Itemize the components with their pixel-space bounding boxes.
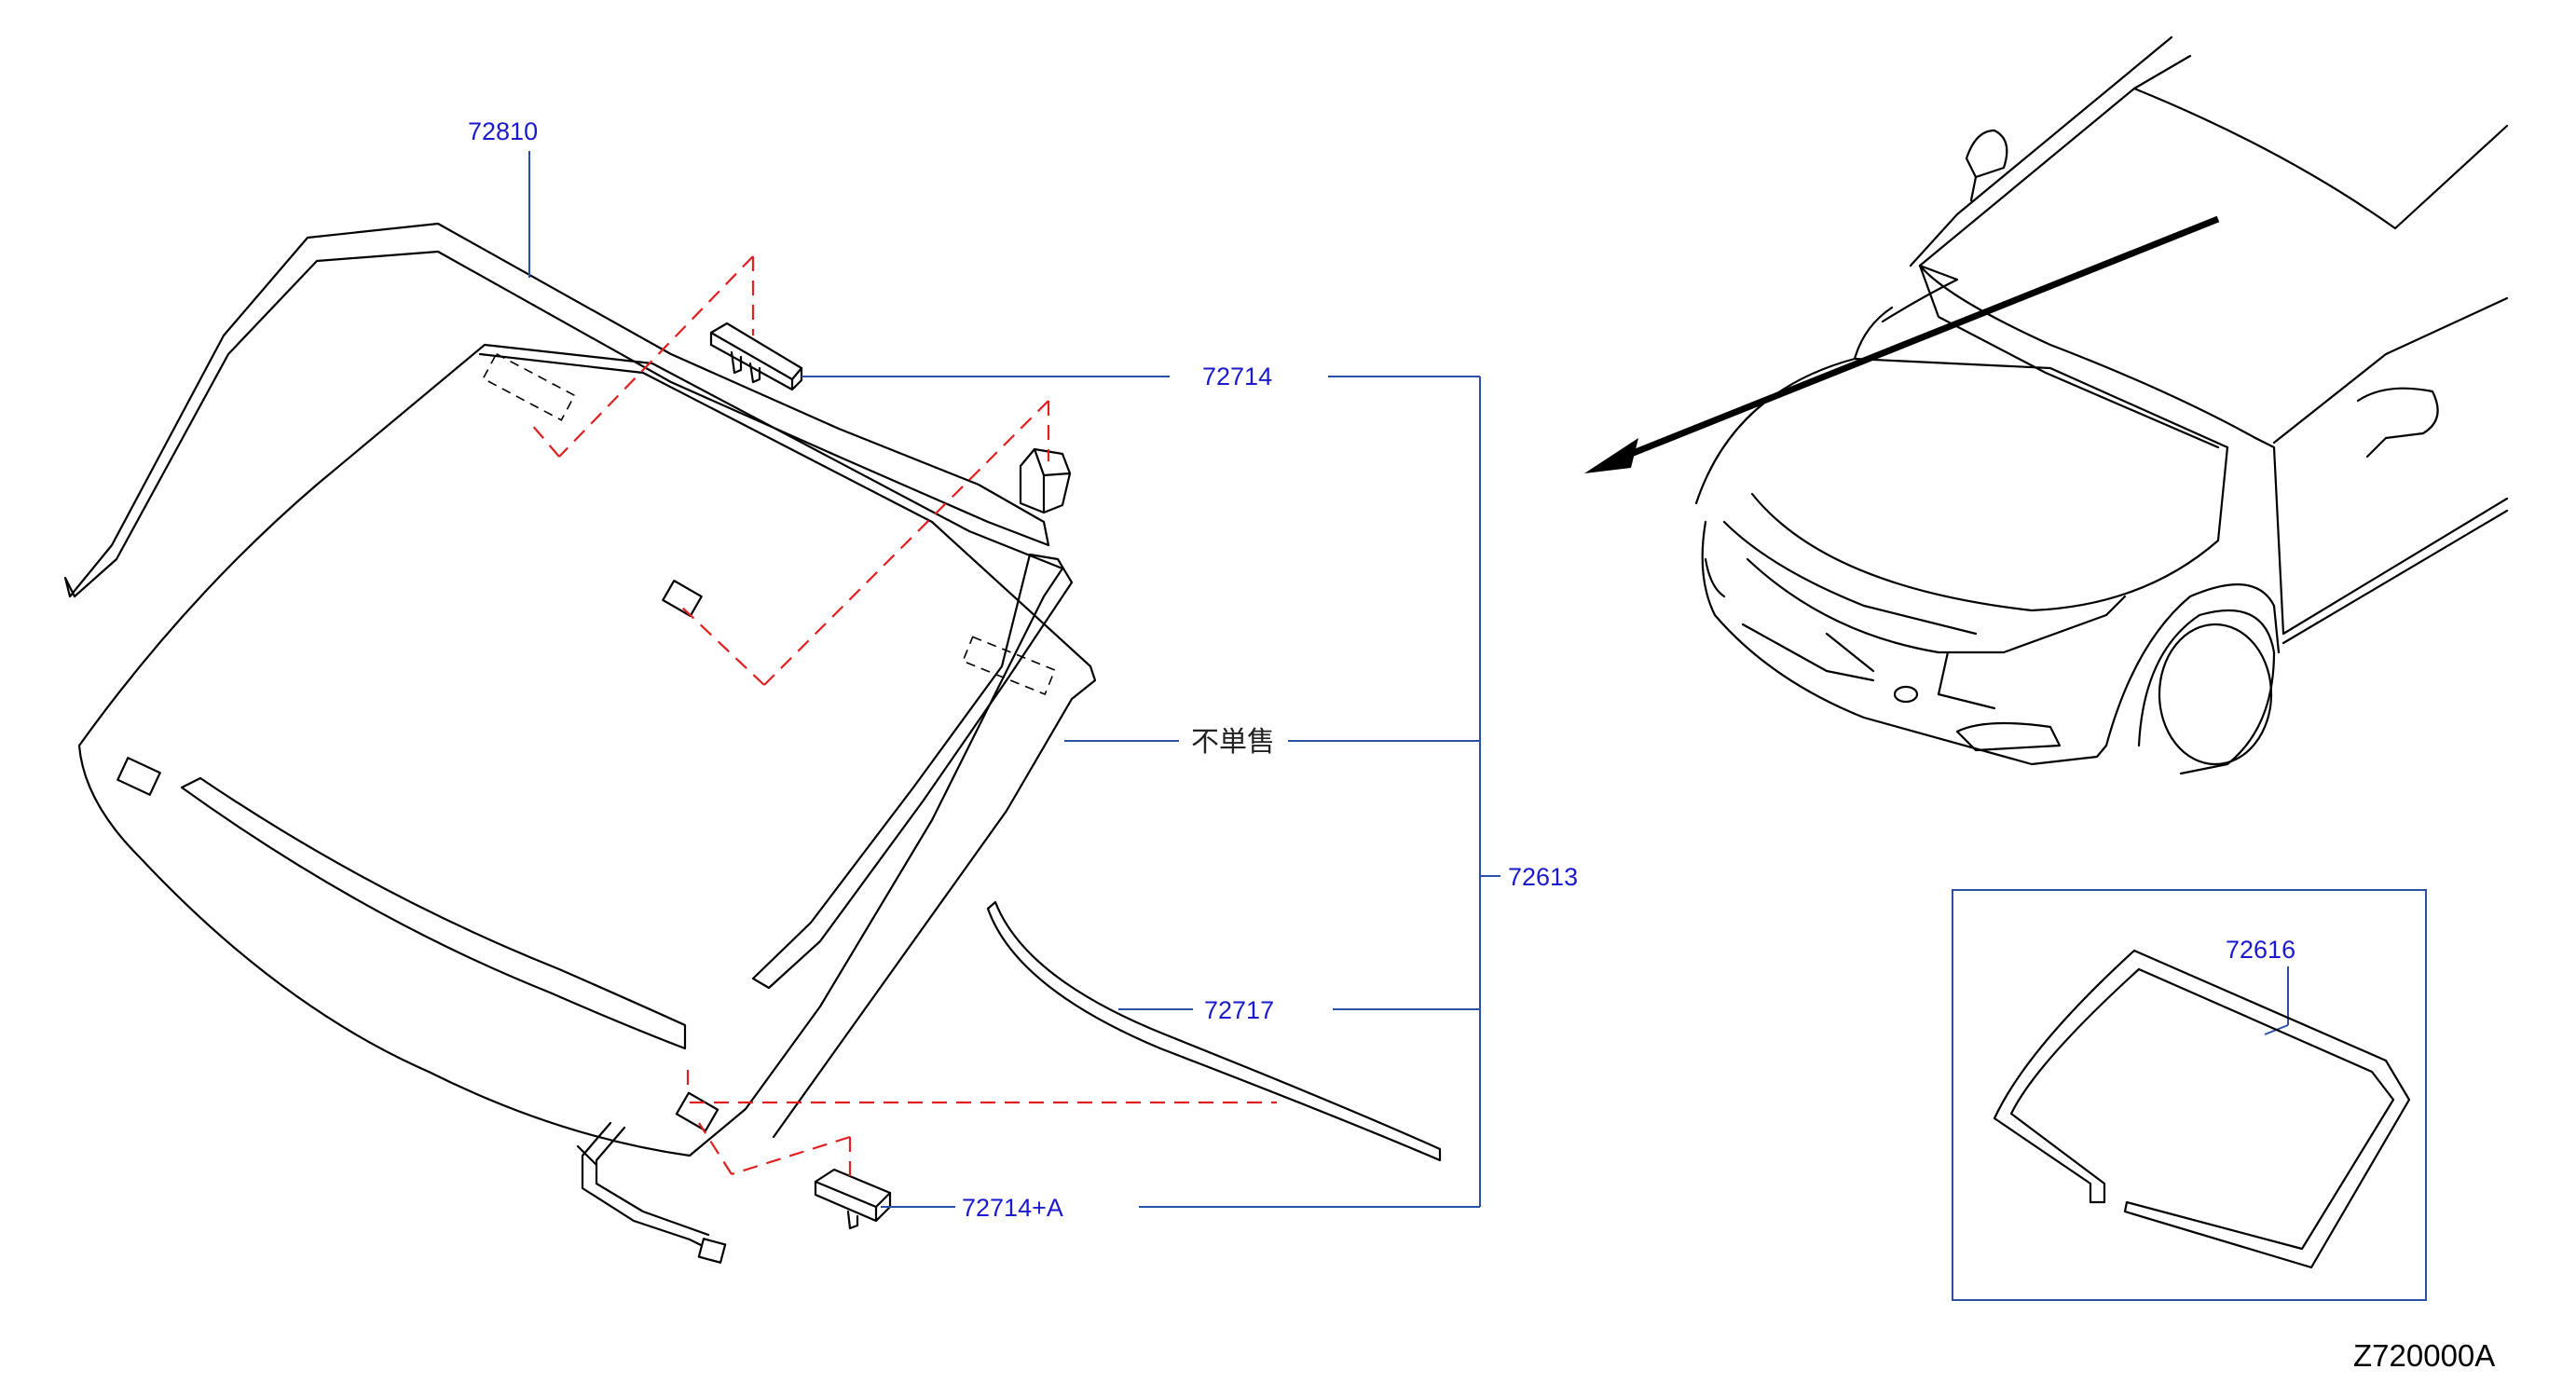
callout-72616: 72616 — [2226, 936, 2295, 964]
clip-upper-drawing — [709, 322, 803, 391]
wire-connector — [697, 1238, 727, 1264]
lower-ceramic-band — [180, 776, 687, 1050]
vehicle-reference-view — [1584, 35, 2509, 775]
wire-harness — [576, 1121, 710, 1251]
callout-not-sold-separately: 不単售 — [1191, 726, 1275, 759]
windshield-artwork — [63, 222, 1097, 1264]
bottom-pad — [675, 1091, 719, 1132]
figure-code: Z720000A — [2353, 1338, 2495, 1373]
callout-labels: 72810 72714 不単售 72613 72717 72714+A 7261… — [468, 117, 2295, 1222]
windshield-glass-inner — [478, 352, 1097, 1139]
callout-72613: 72613 — [1508, 863, 1578, 891]
callout-72810: 72810 — [468, 117, 538, 145]
hidden-lines — [530, 255, 1277, 1184]
leader-lines — [528, 151, 2289, 1208]
callout-72717: 72717 — [1204, 996, 1274, 1024]
callout-72714: 72714 — [1202, 363, 1272, 390]
hidden-clip-area-upper — [482, 352, 576, 421]
windshield-glass — [77, 343, 1064, 1157]
lower-weatherstrip-drawing — [986, 900, 1442, 1162]
hidden-clip-area-right — [962, 636, 1056, 696]
callout-72714-plus-a: 72714+A — [962, 1194, 1063, 1222]
dam-rubber-drawing — [1993, 949, 2411, 1269]
inset-frame — [1952, 889, 2427, 1301]
sensor-pad — [116, 757, 161, 796]
camera-pad — [662, 580, 703, 617]
clip-small-drawing — [1019, 447, 1072, 514]
inset-box-72616 — [1952, 889, 2427, 1301]
clip-lower-drawing — [814, 1168, 892, 1230]
side-molding — [751, 553, 1074, 990]
top-molding — [63, 222, 1050, 598]
